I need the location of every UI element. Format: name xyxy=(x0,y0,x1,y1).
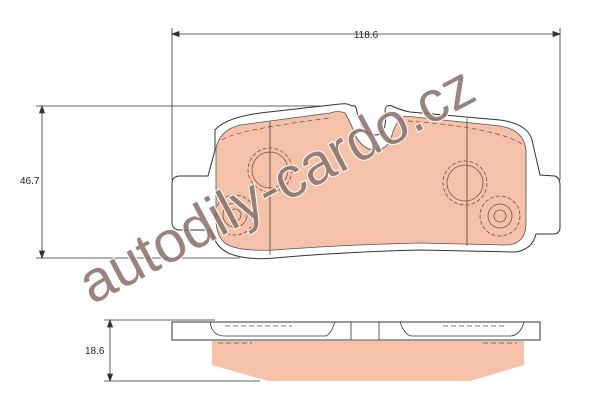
height-label: 46.7 xyxy=(20,176,40,187)
hole-circles xyxy=(214,147,521,237)
friction-material xyxy=(215,111,527,251)
width-label: 118.6 xyxy=(354,30,379,41)
side-clip-left xyxy=(209,321,336,337)
side-dashed-lines xyxy=(218,325,517,344)
width-dimension xyxy=(170,28,562,180)
side-clip-right xyxy=(399,321,525,337)
side-notch xyxy=(350,321,380,341)
thickness-dimension xyxy=(104,318,260,383)
height-dimension xyxy=(36,104,352,260)
thickness-label: 18.6 xyxy=(85,346,105,357)
friction-dashed-lines xyxy=(221,117,524,255)
side-friction-material xyxy=(212,341,524,381)
